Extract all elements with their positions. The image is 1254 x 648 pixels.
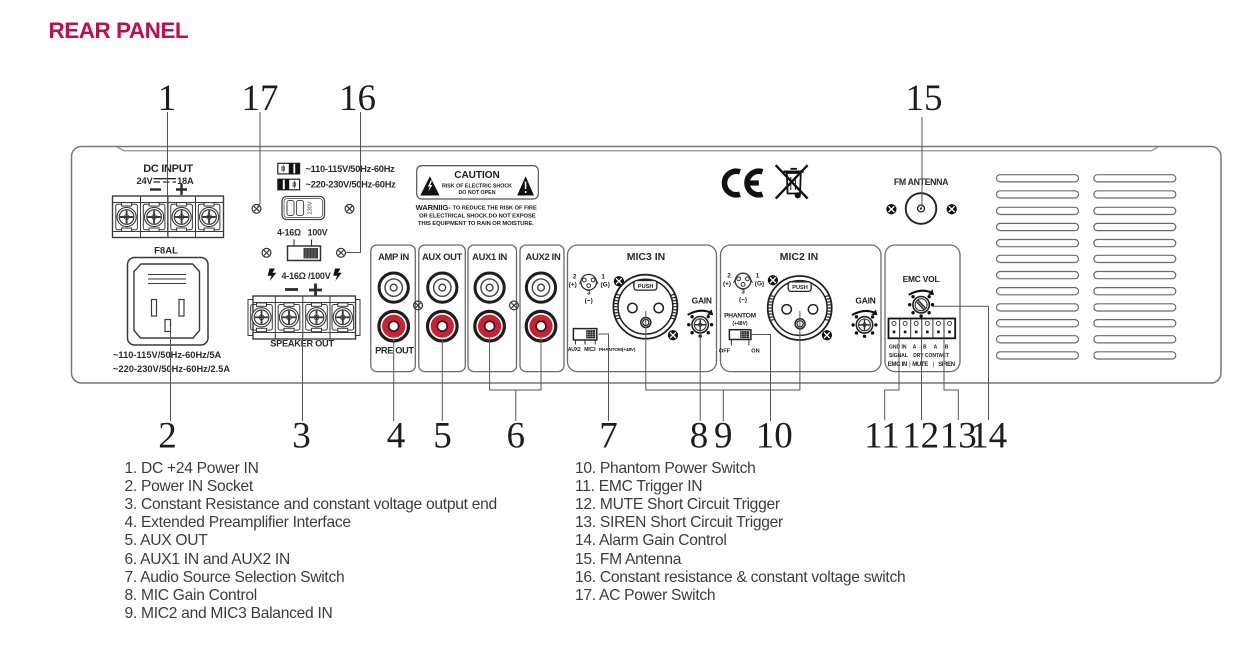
svg-text:TO REDUCE THE RISK OF FIRE: TO REDUCE THE RISK OF FIRE bbox=[453, 206, 537, 212]
svg-text:|: | bbox=[909, 362, 911, 368]
svg-text:~220-230V/50Hz-60Hz: ~220-230V/50Hz-60Hz bbox=[306, 180, 397, 190]
svg-text:GAIN: GAIN bbox=[692, 296, 712, 306]
svg-text:(+48V): (+48V) bbox=[732, 321, 747, 327]
svg-text:16: 16 bbox=[339, 78, 376, 119]
svg-text:~220-230V/50Hz-60Hz/2.5A: ~220-230V/50Hz-60Hz/2.5A bbox=[113, 364, 230, 374]
svg-text:ON: ON bbox=[751, 349, 759, 355]
svg-text:~110-115V/50Hz-60Hz: ~110-115V/50Hz-60Hz bbox=[306, 164, 396, 174]
svg-text:OFF: OFF bbox=[719, 349, 731, 355]
svg-text:MIC3: MIC3 bbox=[584, 347, 596, 353]
svg-text:1: 1 bbox=[158, 78, 177, 119]
svg-text:9: 9 bbox=[714, 416, 733, 457]
svg-text:14: 14 bbox=[970, 416, 1007, 457]
svg-text:EMC IN: EMC IN bbox=[888, 362, 907, 368]
svg-text:A: A bbox=[913, 345, 917, 351]
svg-text:4-16Ω: 4-16Ω bbox=[277, 228, 301, 238]
svg-text:WARNIIG-: WARNIIG- bbox=[416, 203, 452, 212]
svg-text:GND IN: GND IN bbox=[889, 345, 907, 351]
svg-text:DRY CONTACT: DRY CONTACT bbox=[913, 353, 949, 359]
svg-text:4: 4 bbox=[387, 416, 406, 457]
svg-text:8: 8 bbox=[690, 416, 709, 457]
svg-text:7: 7 bbox=[599, 416, 618, 457]
svg-text:10: 10 bbox=[756, 416, 793, 457]
svg-text:DC INPUT: DC INPUT bbox=[143, 163, 193, 175]
svg-text:CAUTION: CAUTION bbox=[454, 170, 500, 181]
svg-text:18A: 18A bbox=[177, 176, 194, 186]
svg-text:AMP IN: AMP IN bbox=[378, 251, 409, 262]
svg-text:AUX2: AUX2 bbox=[568, 347, 581, 353]
svg-text:SIREN: SIREN bbox=[938, 362, 955, 368]
svg-text:13: 13 bbox=[940, 416, 977, 457]
svg-text:GAIN: GAIN bbox=[855, 295, 875, 305]
svg-text:DO NOT OPEN: DO NOT OPEN bbox=[458, 190, 495, 196]
svg-text:PHANTOM: PHANTOM bbox=[724, 313, 757, 320]
svg-text:EMC VOL: EMC VOL bbox=[903, 274, 940, 284]
svg-text:MIC3 IN: MIC3 IN bbox=[627, 251, 666, 263]
svg-text:B: B bbox=[945, 345, 949, 351]
svg-text:3: 3 bbox=[292, 416, 311, 457]
svg-text:6: 6 bbox=[507, 416, 526, 457]
svg-text:2: 2 bbox=[158, 416, 177, 457]
svg-text:PHANTOM(+48V): PHANTOM(+48V) bbox=[599, 347, 636, 353]
svg-text:B: B bbox=[923, 345, 927, 351]
svg-text:24V: 24V bbox=[137, 176, 154, 186]
svg-text:PRE OUT: PRE OUT bbox=[375, 345, 414, 355]
svg-text:OR ELECTRICAL SHOCK.DO NOT EXP: OR ELECTRICAL SHOCK.DO NOT EXPOSE bbox=[419, 213, 536, 219]
svg-text:4-16Ω /100V: 4-16Ω /100V bbox=[281, 271, 330, 281]
svg-text:AUX2 IN: AUX2 IN bbox=[526, 251, 561, 262]
svg-text:AUX1 IN: AUX1 IN bbox=[472, 251, 507, 262]
svg-text:100V: 100V bbox=[308, 228, 328, 238]
svg-text:THIS EQUIPMENT TO RAIN OR MOIS: THIS EQUIPMENT TO RAIN OR MOISTURE. bbox=[418, 221, 534, 227]
svg-text:12: 12 bbox=[902, 416, 939, 457]
svg-text:SIGNAL: SIGNAL bbox=[889, 353, 908, 359]
svg-text:MUTE: MUTE bbox=[912, 362, 928, 368]
svg-text:RISK OF ELECTRIC SHOCK: RISK OF ELECTRIC SHOCK bbox=[442, 184, 512, 190]
svg-text:FM ANTENNA: FM ANTENNA bbox=[894, 177, 949, 187]
svg-text:230V: 230V bbox=[308, 201, 314, 214]
svg-text:~110-115V/50Hz-60Hz/5A: ~110-115V/50Hz-60Hz/5A bbox=[113, 350, 222, 360]
svg-text:F8AL: F8AL bbox=[154, 246, 178, 257]
svg-text:|: | bbox=[933, 362, 935, 368]
svg-text:15: 15 bbox=[906, 78, 943, 119]
svg-text:5: 5 bbox=[433, 416, 452, 457]
svg-text:A: A bbox=[934, 345, 938, 351]
svg-text:MIC2 IN: MIC2 IN bbox=[780, 251, 819, 263]
svg-text:AUX OUT: AUX OUT bbox=[422, 251, 463, 262]
svg-text:11: 11 bbox=[864, 416, 900, 457]
